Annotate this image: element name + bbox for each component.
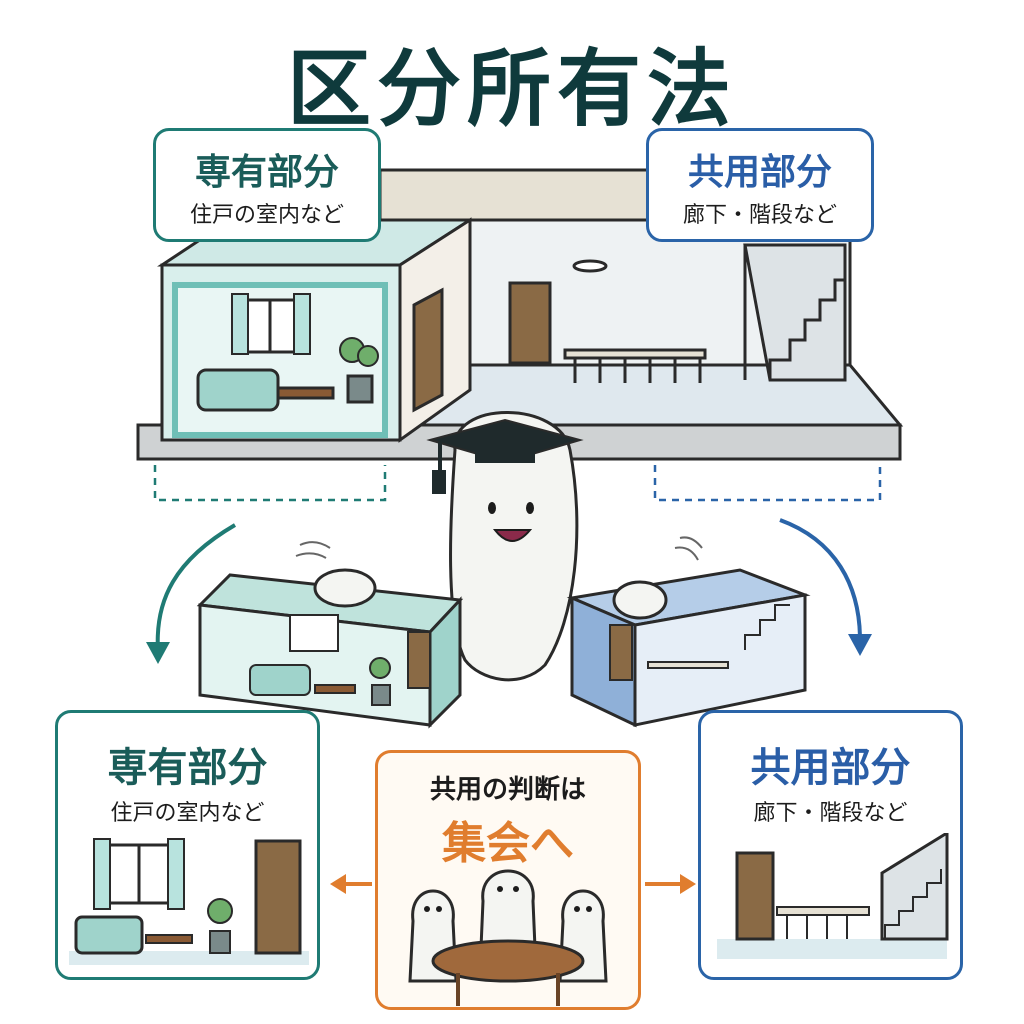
bottom-private-card: 専有部分 住戸の室内など xyxy=(55,710,320,980)
top-common-sub: 廊下・階段など xyxy=(682,203,837,228)
bottom-common-card: 共用部分 廊下・階段など xyxy=(698,710,963,980)
center-assembly-card: 共用の判断は 集会へ xyxy=(375,750,641,1010)
bottom-common-heading: 共用部分 xyxy=(750,745,911,791)
bottom-private-heading: 専有部分 xyxy=(107,745,268,791)
meeting-illustration xyxy=(408,869,608,1006)
center-line1: 共用の判断は xyxy=(429,775,586,805)
common-area-illustration xyxy=(717,833,949,959)
top-private-sub: 住戸の室内など xyxy=(189,203,344,228)
page-title: 区分所有法 xyxy=(286,40,737,138)
top-private-heading: 専有部分 xyxy=(194,152,339,193)
top-common-card: 共用部分 廊下・階段など xyxy=(646,128,874,242)
top-private-card: 専有部分 住戸の室内など xyxy=(153,128,381,242)
bottom-common-sub: 廊下・階段など xyxy=(753,801,908,826)
bottom-private-sub: 住戸の室内など xyxy=(110,801,265,826)
private-room-illustration xyxy=(69,838,309,965)
top-common-heading: 共用部分 xyxy=(687,152,832,193)
center-line2: 集会へ xyxy=(442,818,574,869)
